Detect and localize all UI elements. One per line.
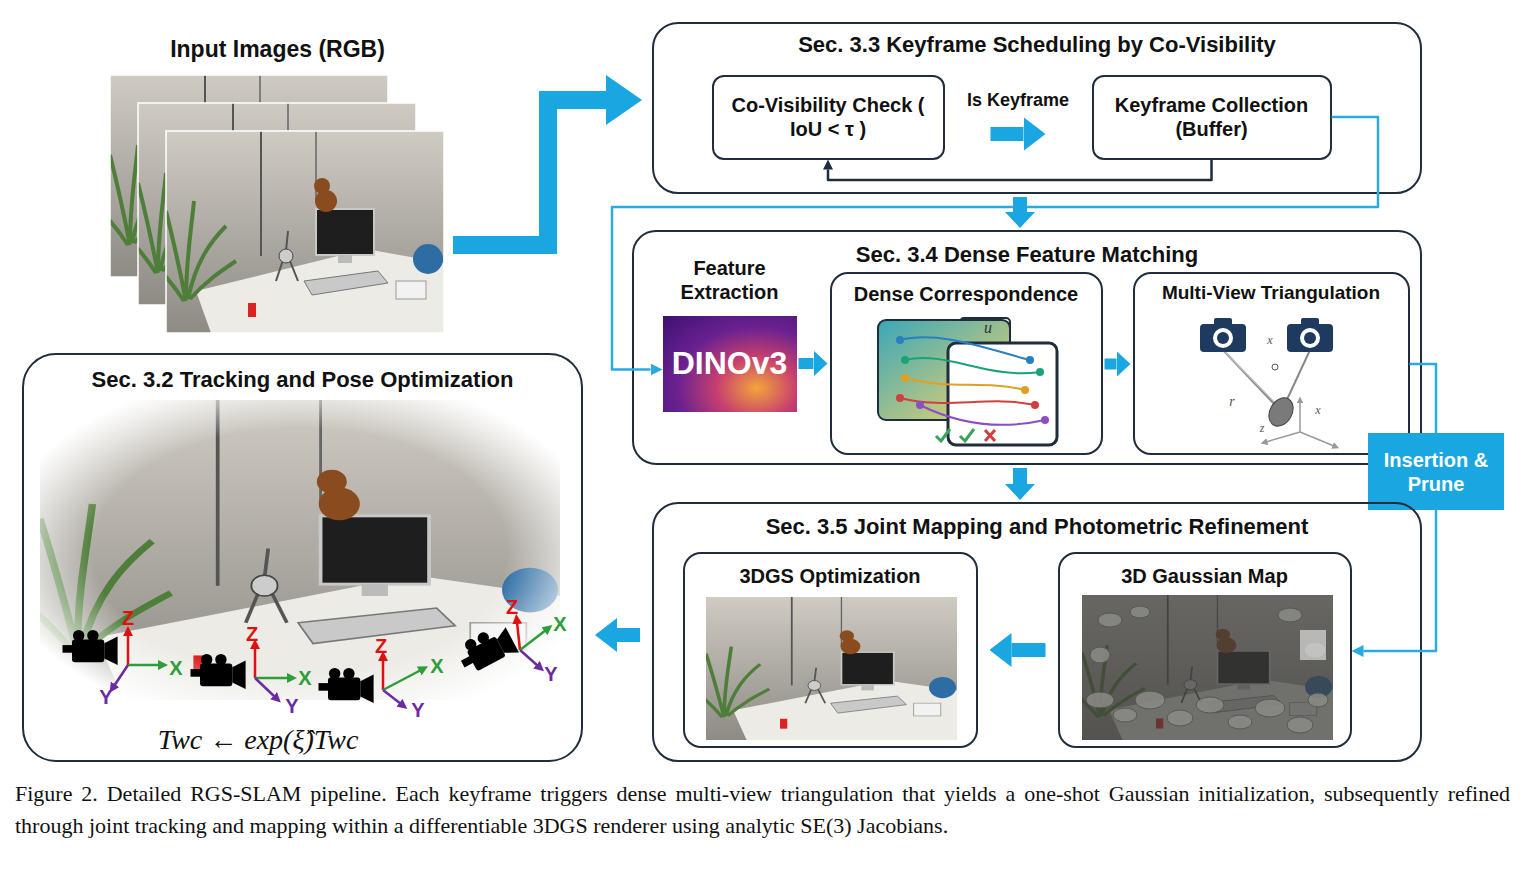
connector <box>617 628 640 642</box>
node-title: Dense Correspondence <box>854 282 1079 306</box>
axis-letter: X <box>553 614 566 634</box>
connector <box>1013 197 1027 212</box>
input-image-stack <box>100 75 444 333</box>
node-title: Feature Extraction <box>643 256 817 304</box>
axis-letter: X <box>169 658 182 678</box>
connector <box>991 127 1024 141</box>
camera-icon <box>1200 318 1246 352</box>
node-title: Sec. 3.5 Joint Mapping and Photometric R… <box>766 514 1309 540</box>
axis-letter: Y <box>99 687 112 707</box>
image-symbol: u <box>984 320 992 336</box>
connector-label: Is Keyframe <box>967 90 1069 111</box>
connector <box>1105 359 1117 370</box>
checker-patch <box>1300 630 1326 660</box>
image-card <box>948 343 1057 445</box>
input-frame <box>156 131 444 333</box>
ray-letter: r <box>1229 395 1234 409</box>
action-box: Insertion & Prune <box>1368 433 1504 510</box>
tracking-illustration <box>21 390 572 712</box>
axis-letter: X <box>298 668 311 688</box>
node-title: Co-Visibility Check ( IoU < τ ) <box>718 93 939 141</box>
axis-letter: x <box>1267 334 1272 346</box>
figure-caption: Figure 2. Detailed RGS-SLAM pipeline. Ea… <box>15 778 1510 842</box>
point-marker <box>1272 364 1278 370</box>
connector <box>1013 468 1027 484</box>
process-box: Dense Correspondence <box>830 272 1103 455</box>
triangulation-illustration <box>1200 318 1334 446</box>
node-title: Input Images (RGB) <box>170 36 385 64</box>
camera-icon <box>191 654 246 689</box>
gaussian-blobs <box>1086 606 1328 733</box>
connector <box>453 100 606 245</box>
ray <box>1284 350 1310 406</box>
process-box: 3DGS Optimization <box>683 552 978 748</box>
process-box: 3D Gaussian Map <box>1058 552 1352 748</box>
process-box: Multi-View Triangulation <box>1133 272 1410 455</box>
connector <box>828 160 1212 181</box>
node-title: Sec. 3.4 Dense Feature Matching <box>856 242 1198 268</box>
axis-letter: Y <box>411 700 424 720</box>
correspondence-illustration <box>878 318 1057 445</box>
node-title: Sec. 3.3 Keyframe Scheduling by Co-Visib… <box>798 32 1276 58</box>
node-title: 3DGS Optimization <box>739 564 920 588</box>
vignette <box>28 390 572 712</box>
axis-letter: Z <box>122 608 134 628</box>
process-box: Co-Visibility Check ( IoU < τ ) <box>712 75 945 160</box>
match-curves <box>900 337 1045 425</box>
gaussian-map-scene <box>1073 595 1333 740</box>
node-title: Insertion & Prune <box>1372 448 1500 496</box>
axis-letter: Z <box>375 636 387 656</box>
axis-letter: Z <box>246 624 258 644</box>
pose-update-formula: Twc ← exp(ξ̂)Twc <box>158 726 359 754</box>
connector <box>799 358 814 369</box>
mapping-illustration <box>697 595 1333 740</box>
section-box: 3DGS Optimization 3D Gaussian Map Sec. 3.5… <box>652 502 1422 762</box>
axis-letter: X <box>430 656 443 676</box>
camera-icon <box>63 630 118 665</box>
axis-letter: Y <box>285 696 298 716</box>
rendered-scene <box>697 597 957 740</box>
node-title: Multi-View Triangulation <box>1162 282 1380 305</box>
camera-icon <box>454 621 519 678</box>
node-title: Keyframe Collection (Buffer) <box>1098 93 1326 141</box>
gaussian-ellipse <box>1264 394 1298 431</box>
connector <box>1410 364 1437 433</box>
world-axes <box>1266 402 1334 446</box>
axis-letter: Z <box>506 597 518 617</box>
connector <box>1364 510 1437 651</box>
node-title: Sec. 3.2 Tracking and Pose Optimization <box>92 367 514 393</box>
match-checks <box>936 429 995 441</box>
image-stack: Input Images (RGB) <box>110 36 445 334</box>
match-points <box>896 336 1049 424</box>
process-box: Keyframe Collection (Buffer) <box>1092 75 1332 160</box>
feature-extractor: Feature ExtractionDINOv3 <box>663 316 797 412</box>
camera-icon <box>1287 318 1333 352</box>
section-box: Feature ExtractionDINOv3Dense Correspond… <box>632 230 1422 465</box>
pose-axes <box>114 622 546 704</box>
node-title: 3D Gaussian Map <box>1121 564 1288 588</box>
camera-icon <box>319 668 374 703</box>
frame-border <box>166 131 444 333</box>
axis-letter: Y <box>544 664 557 684</box>
connector <box>1012 643 1046 657</box>
node-text: DINOv3 <box>672 344 788 382</box>
axis-letter: x <box>1315 404 1320 416</box>
axis-letter: z <box>1260 422 1265 434</box>
